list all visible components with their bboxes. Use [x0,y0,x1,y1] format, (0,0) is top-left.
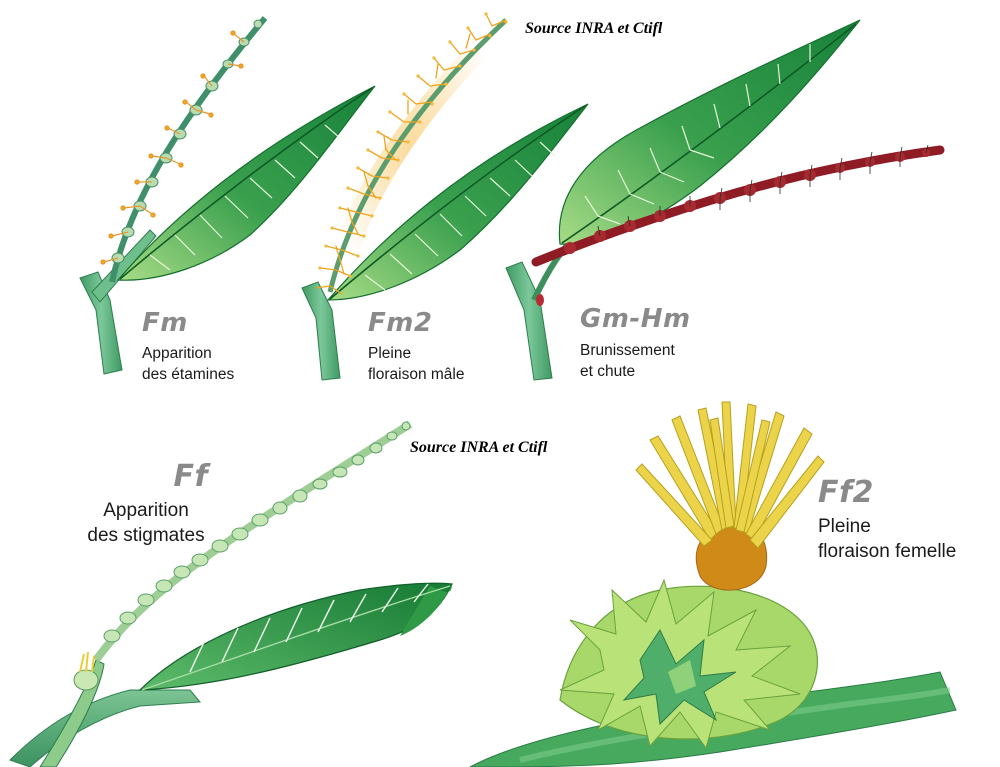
stage-ff-desc-line1: Apparition [66,498,226,523]
stage-ff2-stigmas [636,402,824,548]
stage-ff2-desc-line2: floraison femelle [818,539,956,564]
stage-ff-desc: Apparition des stigmates [66,498,226,548]
stage-gmhm-illustration [506,20,940,380]
stage-gmhm-desc-line1: Brunissement [580,340,691,361]
stage-gmhm-code: Gm-Hm [580,306,691,332]
stage-ff2-desc-line1: Pleine [818,514,956,539]
stage-ff-code: Ff [90,462,208,492]
stage-ff-desc-line2: des stigmates [66,523,226,548]
stage-ff-illustration [10,422,452,767]
stage-fm-code: Fm [142,310,234,336]
source-credit-top: Source INRA et Ctifl [525,20,662,38]
stage-fm-desc-line1: Apparition [142,343,234,364]
stage-ff2-label: Ff2 Pleine floraison femelle [818,478,956,564]
stage-fm2-desc-line1: Pleine [368,343,465,364]
stage-fm-desc-line2: des étamines [142,364,234,385]
stage-gmhm-desc-line2: et chute [580,361,691,382]
stage-gmhm-label: Gm-Hm Brunissement et chute [580,306,691,382]
stage-gmhm-leaf [559,20,860,244]
stage-fm-label: Fm Apparition des étamines [142,310,234,385]
stage-gmhm-bud [536,294,544,306]
stage-fm2-code: Fm2 [368,310,465,336]
stage-fm2-label: Fm2 Pleine floraison mâle [368,310,465,385]
stage-fm2-desc-line2: floraison mâle [368,364,465,385]
source-credit-middle: Source INRA et Ctifl [410,439,547,457]
stage-ff2-code: Ff2 [818,478,956,508]
stage-ff-label: Ff [90,462,208,492]
stage-ff-branch [10,690,200,767]
